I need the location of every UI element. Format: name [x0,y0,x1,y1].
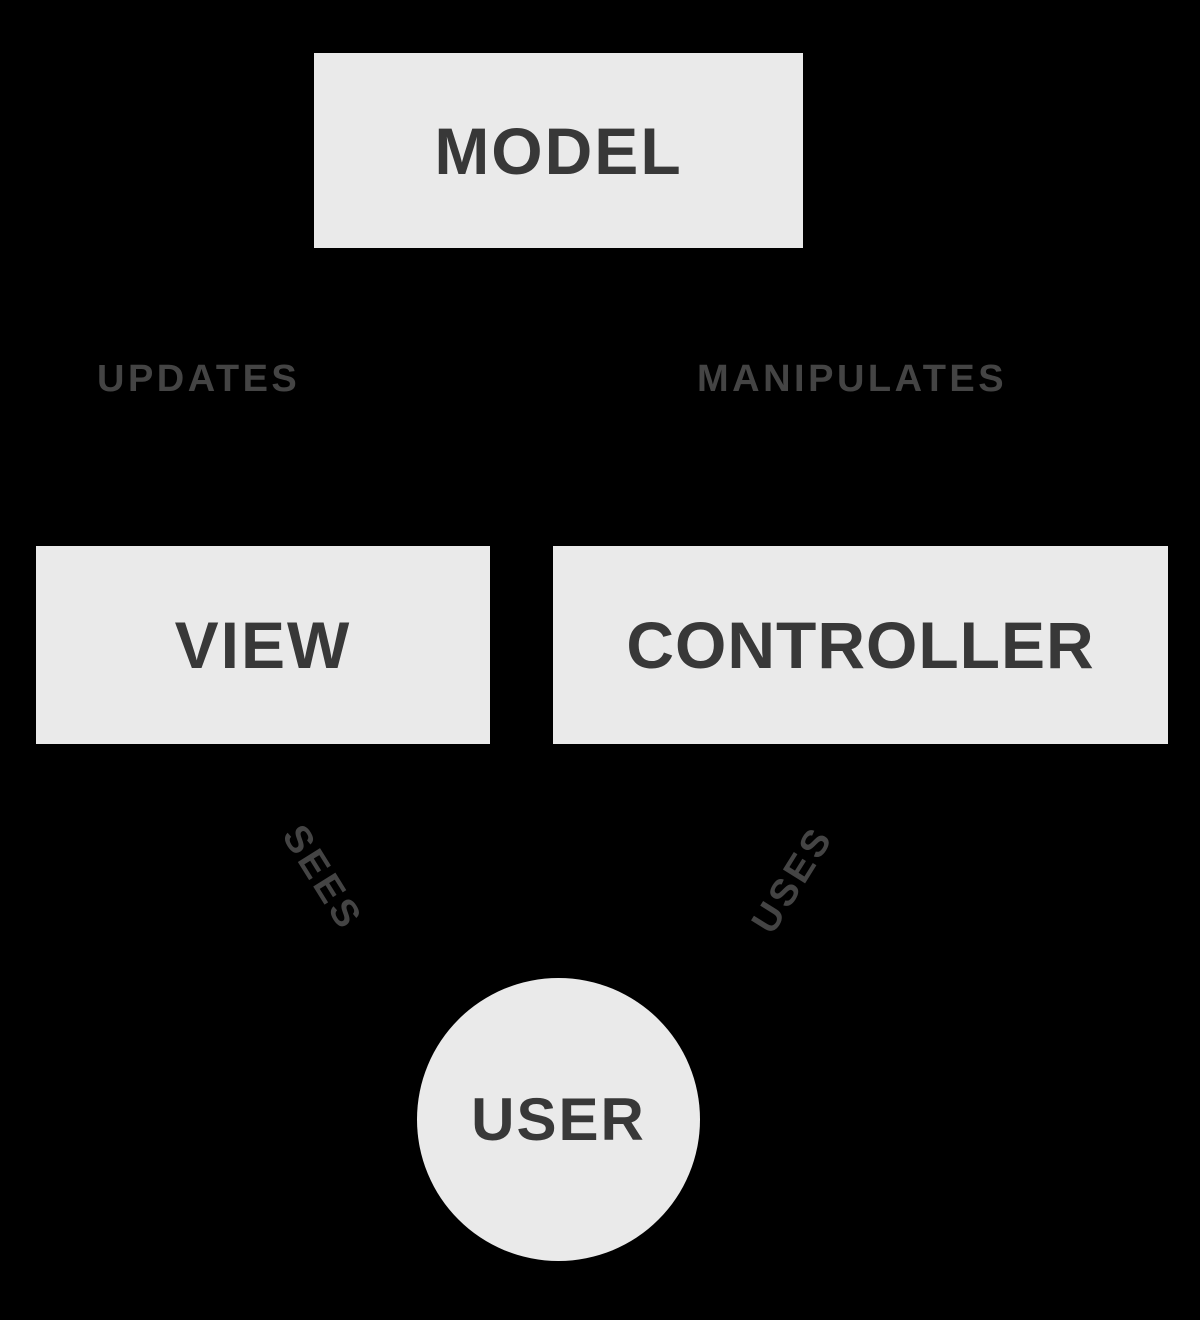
node-controller-label: CONTROLLER [626,608,1095,682]
node-user-label: USER [471,1085,646,1153]
node-model-label: MODEL [434,113,683,188]
edge-label-updates: UPDATES [97,358,301,400]
node-model[interactable]: MODEL [314,53,803,248]
node-view[interactable]: VIEW [36,546,490,744]
edge-label-sees: SEES [273,817,371,939]
node-controller[interactable]: CONTROLLER [553,546,1168,744]
edge-label-manipulates: MANIPULATES [697,358,1008,400]
node-view-label: VIEW [174,608,352,682]
edge-label-uses: USES [744,819,842,941]
node-user[interactable]: USER [417,978,700,1261]
